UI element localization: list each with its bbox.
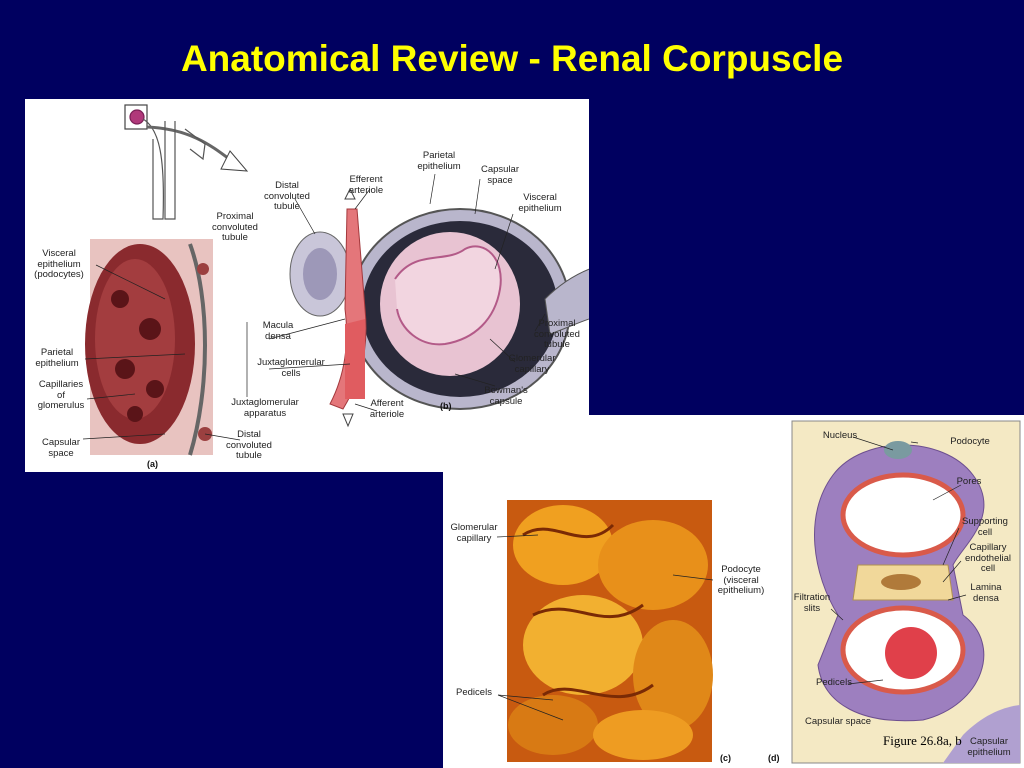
- label-capsular-epithelium: Capsular epithelium: [967, 736, 1011, 758]
- label-macula-densa: Macula densa: [262, 320, 294, 342]
- label-proximal-tubule-a: Proximal convoluted tubule: [212, 211, 258, 243]
- label-glomerular-capillary-c: Glomerular capillary: [450, 522, 498, 544]
- label-supporting-cell: Supporting cell: [962, 516, 1008, 538]
- slide-title: Anatomical Review - Renal Corpuscle: [180, 38, 844, 79]
- label-proximal-tubule-b: Proximal convoluted tubule: [534, 318, 580, 350]
- label-podocyte-d: Podocyte: [950, 436, 990, 447]
- panel-d-tag: (d): [768, 753, 780, 763]
- label-pedicels-d: Pedicels: [816, 677, 852, 688]
- label-nucleus: Nucleus: [822, 430, 858, 441]
- label-juxtaglomerular-cells: Juxtaglomerular cells: [257, 357, 325, 379]
- label-parietal-epithelium-a: Parietal epithelium: [35, 347, 79, 369]
- label-bowmans-capsule: Bowman's capsule: [484, 385, 528, 407]
- label-juxtaglomerular-apparatus: Juxtaglomerular apparatus: [231, 397, 299, 419]
- label-capillaries-of-glomerulus: Capillaries of glomerulus: [37, 379, 85, 411]
- label-endothelial-cell: Capillary endothelial cell: [965, 542, 1011, 574]
- renal-corpuscle-illustration-ab: [82, 104, 589, 456]
- label-rbc: RBC: [902, 618, 924, 629]
- label-glomerular-capillary-b: Glomerular capillary: [508, 353, 556, 375]
- label-lamina-densa: Lamina densa: [970, 582, 1002, 604]
- label-efferent-arteriole: Efferent arteriole: [348, 174, 384, 196]
- label-visceral-epithelium-b: Visceral epithelium: [518, 192, 562, 214]
- label-distal-tubule-b: Distal convoluted tubule: [264, 180, 310, 212]
- label-filtration-slits: Filtration slits: [793, 592, 831, 614]
- nephron-sketch: [124, 104, 241, 220]
- panel-a-tag: (a): [147, 459, 158, 469]
- label-parietal-epithelium-b: Parietal epithelium: [417, 150, 461, 172]
- label-afferent-arteriole: Afferent arteriole: [369, 398, 405, 420]
- light-micrograph-a: [85, 239, 213, 456]
- corpuscle-drawing-b: [289, 187, 589, 428]
- label-visceral-epithelium-a: Visceral epithelium (podocytes): [34, 248, 84, 280]
- label-podocyte-c: Podocyte (visceral epithelium): [717, 564, 765, 596]
- sem-micrograph-c: [507, 500, 713, 762]
- label-pedicels-c: Pedicels: [456, 687, 492, 698]
- label-pores: Pores: [956, 476, 982, 487]
- label-capsular-space-a: Capsular space: [41, 437, 81, 459]
- panel-c-tag: (c): [720, 753, 731, 763]
- figure-caption: Figure 26.8a, b: [883, 733, 962, 748]
- figure-panel-cd: Glomerular capillary Podocyte (visceral …: [443, 415, 1024, 768]
- label-distal-tubule-a: Distal convoluted tubule: [226, 429, 272, 461]
- figure-panel-ab: Proximal convoluted tubule Visceral epit…: [25, 99, 589, 472]
- label-capsular-space-d: Capsular space: [805, 716, 872, 727]
- filtration-membrane-drawing-d: [791, 420, 1021, 764]
- label-capsular-space-b: Capsular space: [480, 164, 520, 186]
- podocyte-illustration-cd: [496, 420, 1021, 764]
- panel-b-tag: (b): [440, 401, 452, 411]
